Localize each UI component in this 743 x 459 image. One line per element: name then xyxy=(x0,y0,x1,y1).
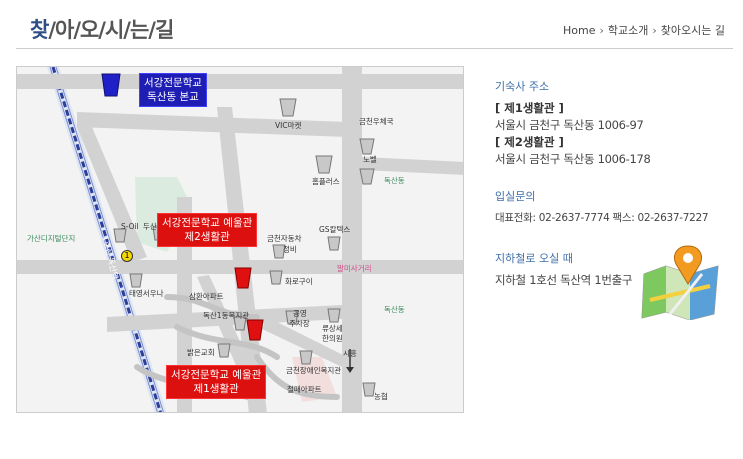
subway-text: 지하철 1호선 독산역 1번출구 xyxy=(495,273,633,287)
callout-line: 서강전문학교 예울관 xyxy=(162,217,253,229)
map-label: 두산 xyxy=(143,222,157,231)
building-icon xyxy=(315,155,333,174)
map-label: 독산동 xyxy=(384,305,405,314)
map-label: 류상세 xyxy=(322,324,343,333)
dorm2-address: 서울시 금천구 독산동 1006-178 xyxy=(495,152,651,166)
map-label: 시흥 xyxy=(343,349,357,358)
map-label: 한의원 xyxy=(322,334,343,343)
map-label: 홈플러스 xyxy=(312,177,340,186)
inquiry-text: 대표전화: 02-2637-7774 팩스: 02-2637-7227 xyxy=(495,212,709,224)
map-label: 독산1동복지관 xyxy=(203,311,250,320)
callout-line: 제1생활관 xyxy=(193,383,239,395)
location-map: 1 서강전문학교 독산동 본교 서강전문학교 예울관 제2생활관 서강전문학교 … xyxy=(16,66,464,413)
callout-line: 독산동 본교 xyxy=(147,91,199,103)
map-label: 금천자동차 xyxy=(267,234,302,243)
subway-section: 지하철로 오실 때 지하철 1호선 독산역 1번출구 xyxy=(495,250,632,289)
building-icon xyxy=(129,273,143,288)
callout-line: 서강전문학교 xyxy=(144,77,202,89)
building-icon xyxy=(359,168,375,185)
map-pin-icon xyxy=(641,245,719,320)
inquiry-section: 입실문의 대표전화: 02-2637-7774 팩스: 02-2637-7227 xyxy=(495,188,709,227)
map-roads xyxy=(17,67,463,412)
building-icon xyxy=(359,138,375,155)
map-label: 가산디지털단지 xyxy=(27,234,76,243)
building-icon xyxy=(113,228,127,243)
building-icon xyxy=(362,382,376,397)
building-icon xyxy=(269,270,283,285)
map-label: 공영 xyxy=(293,309,307,318)
header-divider xyxy=(16,48,733,49)
map-label: 정비 xyxy=(283,245,297,254)
chevron-right-icon: › xyxy=(652,23,657,37)
main-campus-building-icon xyxy=(101,73,121,97)
map-label: 주차장 xyxy=(289,319,310,328)
map-label: 노벨 xyxy=(363,155,377,164)
map-label: 농협 xyxy=(374,392,388,401)
breadcrumb-school-intro[interactable]: 학교소개 xyxy=(607,24,649,37)
building-icon xyxy=(217,343,231,358)
map-label: 금천우체국 xyxy=(359,117,394,126)
page-title-highlight: 찾 xyxy=(30,18,49,42)
dorm2-building-icon xyxy=(234,267,252,289)
address-title: 기숙사 주소 xyxy=(495,80,550,93)
building-icon xyxy=(279,98,297,117)
dorm1-building-icon xyxy=(246,319,264,341)
map-label: GS칼텍스 xyxy=(319,225,351,234)
map-label: 화로구이 xyxy=(285,277,313,286)
chevron-right-icon: › xyxy=(599,23,604,37)
callout-main-campus[interactable]: 서강전문학교 독산동 본교 xyxy=(139,73,207,107)
building-icon xyxy=(233,316,247,331)
callout-line: 제2생활관 xyxy=(184,231,230,243)
map-label: 밝은교회 xyxy=(187,348,215,357)
callout-line: 서강전문학교 예울관 xyxy=(171,369,262,381)
subway-title: 지하철로 오실 때 xyxy=(495,252,573,265)
breadcrumb: Home › 학교소개 › 찾아오시는 길 xyxy=(563,22,725,38)
exit-marker: 1 xyxy=(121,250,133,262)
building-icon xyxy=(272,244,286,259)
building-icon xyxy=(299,350,313,365)
inquiry-title: 입실문의 xyxy=(495,190,536,203)
map-label: 금천장애인복지관 xyxy=(286,366,342,375)
map-label: 태영서우나 xyxy=(129,289,164,298)
breadcrumb-home[interactable]: Home xyxy=(563,23,596,37)
callout-dorm1[interactable]: 서강전문학교 예울관 제1생활관 xyxy=(166,365,267,399)
building-icon xyxy=(285,310,299,325)
breadcrumb-current: 찾아오시는 길 xyxy=(660,24,725,37)
page-header: 찾/아/오/시/는/길 Home › 학교소개 › 찾아오시는 길 xyxy=(0,0,743,50)
address-section: 기숙사 주소 [ 제1생활관 ] 서울시 금천구 독산동 1006-97 [ 제… xyxy=(495,78,651,168)
building-icon xyxy=(327,236,341,251)
building-icon xyxy=(327,308,341,323)
page-title: 찾/아/오/시/는/길 xyxy=(30,14,174,44)
map-label: 철매아파트 xyxy=(287,385,322,394)
map-label: S-Oil xyxy=(121,222,139,231)
map-label: 말미사거리 xyxy=(337,264,372,273)
dorm2-name: [ 제2생활관 ] xyxy=(495,135,564,149)
map-label: 독산동 xyxy=(384,176,405,185)
page-title-rest: /아/오/시/는/길 xyxy=(48,18,174,42)
callout-dorm2[interactable]: 서강전문학교 예울관 제2생활관 xyxy=(157,213,258,247)
dorm1-name: [ 제1생활관 ] xyxy=(495,101,564,115)
dorm1-address: 서울시 금천구 독산동 1006-97 xyxy=(495,118,644,132)
map-label: VIC마켓 xyxy=(275,121,302,130)
map-label: 삼환아파트 xyxy=(189,292,224,301)
